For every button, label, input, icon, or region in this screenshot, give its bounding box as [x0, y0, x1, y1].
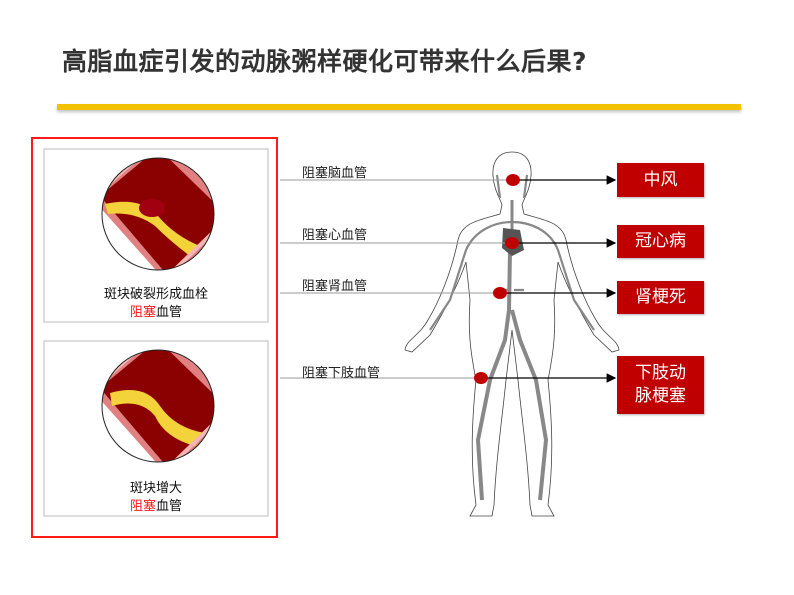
- body-outline: [404, 151, 620, 517]
- caption-line: 阻塞血管: [45, 498, 267, 516]
- label-leg-blockage: 阻塞下肢血管: [302, 366, 381, 381]
- blockage-dot-heart: [505, 237, 519, 249]
- blockage-dot-leg: [474, 372, 488, 384]
- caption-line: 斑块增大: [129, 481, 182, 496]
- result-renal-infarction: 肾梗死: [617, 281, 704, 314]
- result-limb-artery-infarction: 下肢动 脉梗塞: [617, 356, 704, 414]
- caption-highlight: 阻塞: [129, 499, 156, 514]
- plaque-frame: [31, 137, 278, 538]
- result-line: 脉梗塞: [635, 386, 686, 406]
- caption-rest: 血管: [156, 305, 183, 320]
- caption-line: 斑块破裂形成血栓: [103, 287, 208, 302]
- caption-line: 阻塞血管: [45, 304, 267, 322]
- artery-network: [429, 174, 595, 501]
- plaque-enlarge-panel: 斑块增大 阻塞血管: [43, 340, 269, 517]
- leader-lines: [280, 179, 513, 379]
- result-coronary-disease: 冠心病: [617, 225, 704, 258]
- blockage-dots: [474, 174, 520, 384]
- result-stroke: 中风: [617, 163, 704, 197]
- label-kidney-blockage: 阻塞肾血管: [302, 279, 368, 294]
- narrowed-artery-image: [101, 349, 215, 463]
- blockage-dot-brain: [506, 174, 520, 186]
- label-brain-blockage: 阻塞脑血管: [302, 166, 368, 181]
- blockage-dot-kidney: [493, 287, 507, 299]
- panel-caption: 斑块破裂形成血栓 阻塞血管: [45, 286, 267, 322]
- caption-rest: 血管: [156, 499, 183, 514]
- plaque-rupture-panel: 斑块破裂形成血栓 阻塞血管: [43, 148, 269, 323]
- ruptured-plaque-artery-image: [101, 157, 215, 271]
- result-arrows: [481, 175, 617, 383]
- panel-caption: 斑块增大 阻塞血管: [45, 480, 267, 516]
- label-heart-blockage: 阻塞心血管: [302, 228, 368, 243]
- caption-highlight: 阻塞: [129, 305, 156, 320]
- page-title: 高脂血症引发的动脉粥样硬化可带来什么后果?: [62, 47, 588, 76]
- result-line: 下肢动: [635, 363, 686, 383]
- title-underline: [57, 104, 741, 110]
